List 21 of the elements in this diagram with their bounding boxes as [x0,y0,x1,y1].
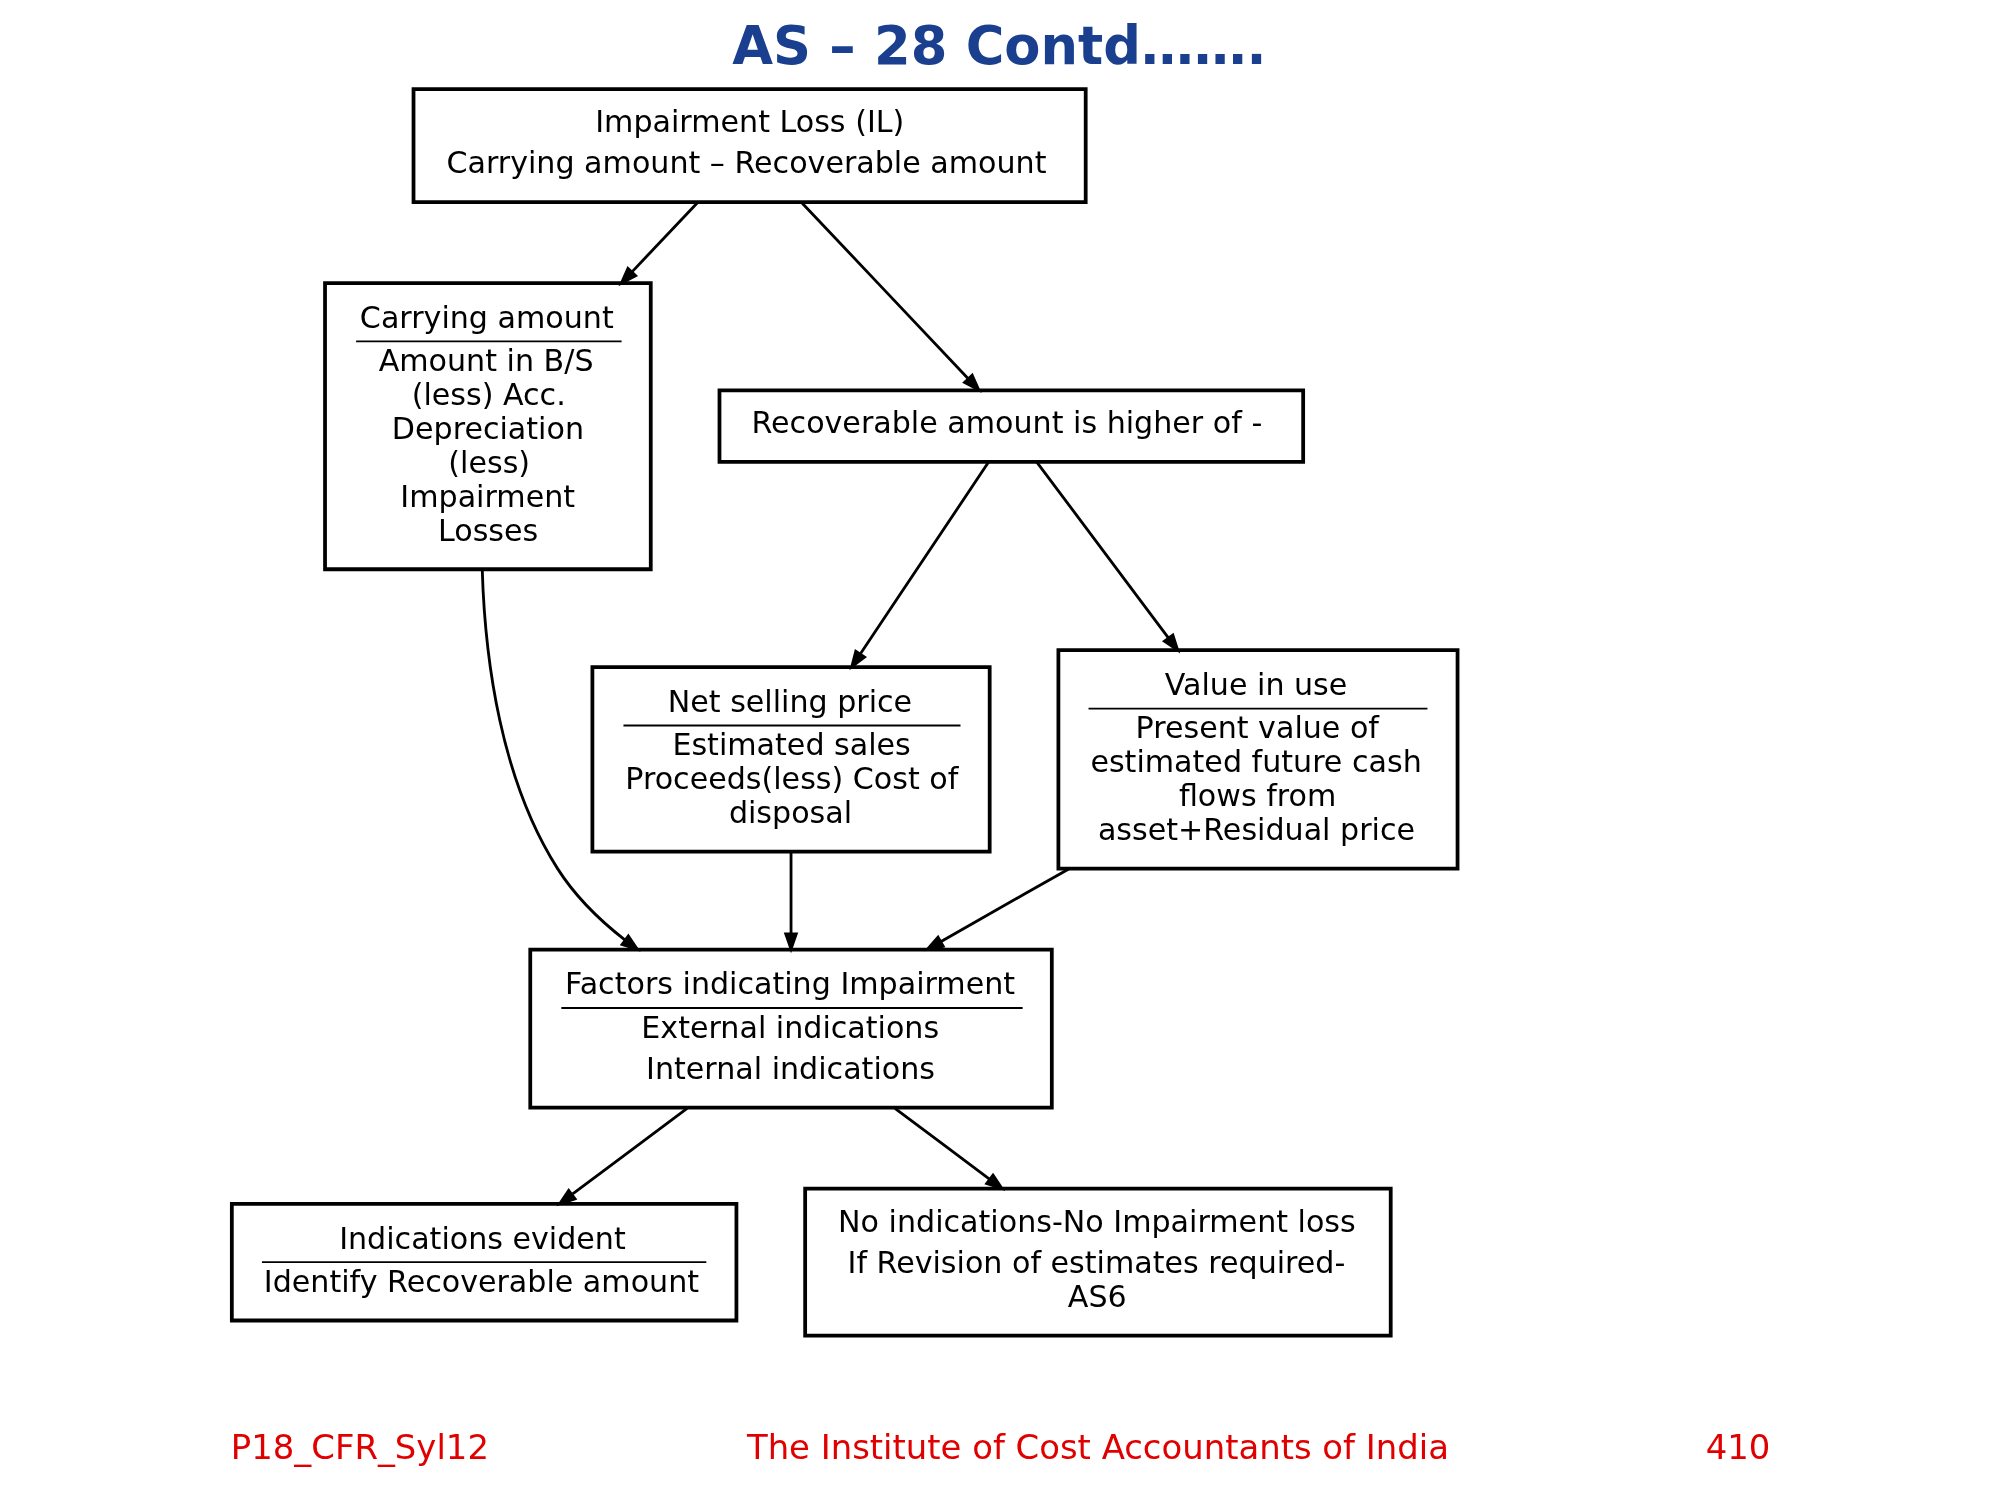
diagram-title: AS – 28 Contd……. [731,14,1266,76]
node-box: Factors indicating Impairment External indications Internal indications [527,947,1054,1110]
label: P18_CFR_Syl12 [230,1427,489,1467]
label: 410 [1705,1427,1770,1467]
arrow [783,851,798,954]
node-box: Recoverable amount is higher of - [717,388,1305,464]
node-box: Value in use Present value of estimated future cash flows from asset+Residual price [1056,648,1459,871]
node-box: Net selling price Estimated sales Proceeds(less) Cost of disposal [590,665,992,854]
arrow [799,201,982,393]
label: The Institute of Cost Accountants of India [746,1427,1449,1467]
arrow [555,1107,688,1207]
node-box: Indications evident Identify Recoverable amount [229,1201,738,1323]
arrow [848,461,990,671]
node-box: Impairment Loss (IL) Carrying amount – Recoverable amount [411,87,1088,204]
arrow [618,201,699,287]
arrow [893,1107,1005,1191]
node-box: No indications-No Impairment loss If Revision of estimates required-AS6 [802,1186,1393,1338]
arrow [480,569,641,952]
arrow [1035,461,1180,654]
node-box: Carrying amount Amount in B/S (less) Acc. Depreciation (less) Impairment Losses [322,281,653,572]
arrow [923,867,1069,952]
